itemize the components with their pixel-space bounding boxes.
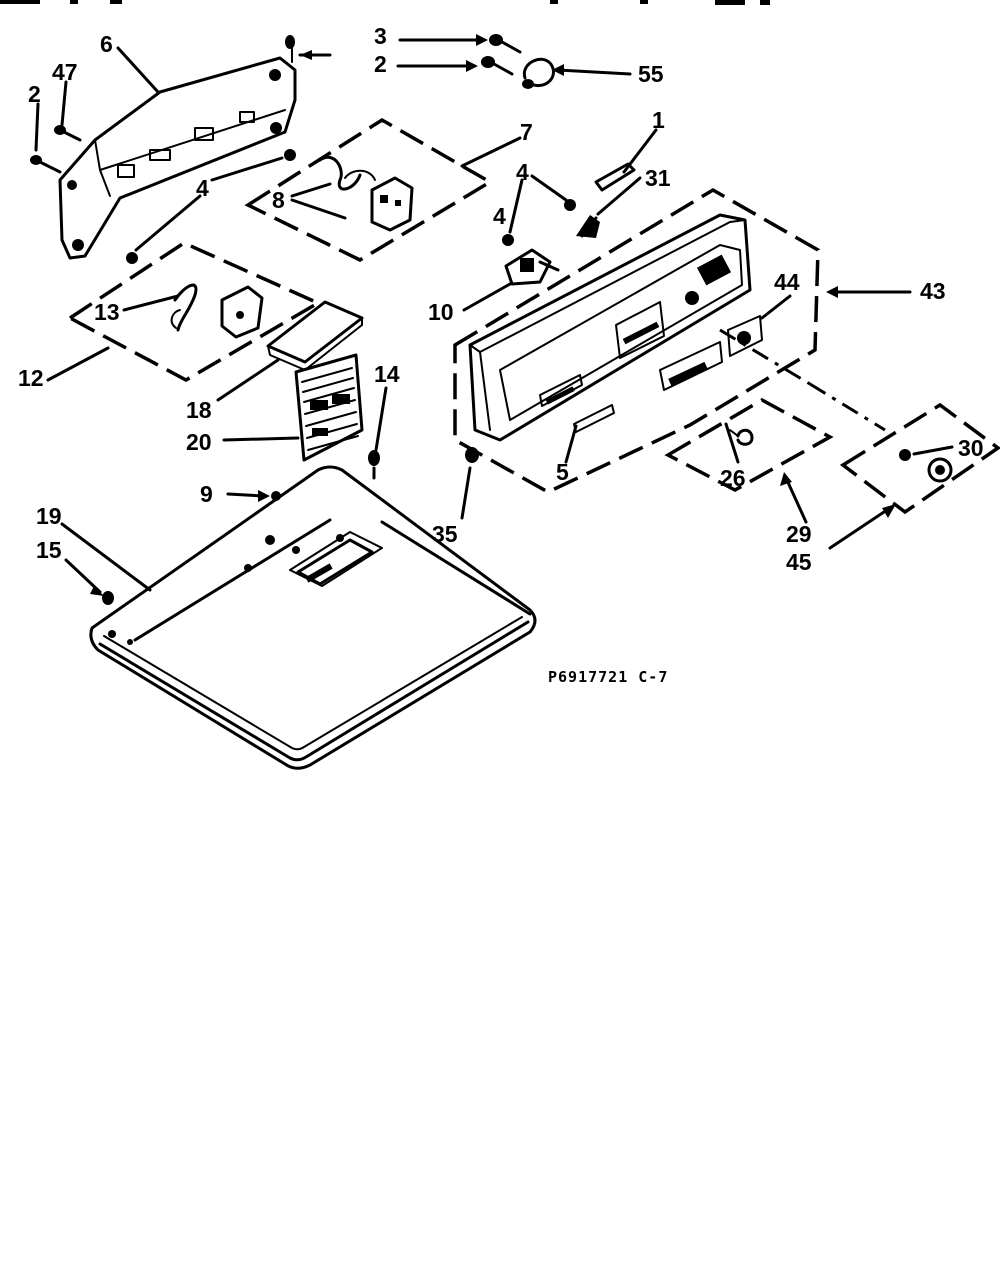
callout-18: 18 — [186, 397, 212, 423]
screw-9 — [271, 491, 281, 501]
callout-4-right: 4 — [516, 159, 529, 185]
callout-7: 7 — [520, 119, 533, 145]
callout-35: 35 — [432, 521, 458, 547]
callout-8: 8 — [272, 187, 285, 213]
part-31 — [576, 215, 600, 238]
top-edge-marks — [0, 0, 770, 5]
harness-clip-55 — [522, 57, 555, 89]
screw-3 — [489, 34, 522, 54]
screw-35 — [465, 447, 479, 463]
callout-6: 6 — [100, 31, 113, 57]
panel-45 — [839, 402, 1000, 515]
callout-29: 29 — [786, 521, 812, 547]
drawing-code: P6917721 C-7 — [548, 668, 668, 686]
timer-panel-12 — [66, 241, 322, 383]
backsplash-bracket — [58, 56, 297, 260]
callout-1: 1 — [652, 107, 665, 133]
callout-14: 14 — [374, 361, 400, 387]
top-panel-19 — [89, 465, 537, 770]
callout-45: 45 — [786, 549, 812, 575]
callout-12: 12 — [18, 365, 44, 391]
callout-4-left: 4 — [493, 203, 506, 229]
callout-44: 44 — [774, 269, 800, 295]
callout-26: 26 — [720, 465, 746, 491]
callout-20: 20 — [186, 429, 212, 455]
control-switch-assembly — [244, 117, 494, 262]
callout-13: 13 — [94, 299, 120, 325]
callout-9: 9 — [200, 481, 213, 507]
screw-15 — [102, 591, 114, 605]
screw-2-left — [30, 155, 62, 174]
callout-2-left: 2 — [28, 81, 41, 107]
callout-43: 43 — [920, 278, 946, 304]
screw-4-right — [564, 199, 576, 211]
leader-lines — [34, 34, 954, 596]
callout-30: 30 — [958, 435, 984, 461]
guide-line — [719, 328, 886, 432]
callout-55: 55 — [638, 61, 664, 87]
callout-31: 31 — [645, 165, 671, 191]
screw-4-mid — [502, 234, 514, 246]
screw-2-top — [481, 56, 514, 76]
part-10-switch — [504, 248, 560, 286]
callout-labels: 3 2 55 6 47 2 7 1 4 8 4 31 4 44 43 13 10… — [18, 23, 984, 575]
panel-29 — [664, 397, 834, 492]
callout-15: 15 — [36, 537, 62, 563]
callout-3: 3 — [374, 23, 387, 49]
callout-10: 10 — [428, 299, 454, 325]
callout-4-mid: 4 — [196, 175, 209, 201]
callout-47: 47 — [52, 59, 78, 85]
grille-20 — [294, 353, 364, 462]
callout-2-top: 2 — [374, 51, 387, 77]
callout-5: 5 — [556, 459, 569, 485]
callout-19: 19 — [36, 503, 62, 529]
screw-47 — [54, 125, 82, 142]
screw-bracket-top — [285, 35, 332, 63]
